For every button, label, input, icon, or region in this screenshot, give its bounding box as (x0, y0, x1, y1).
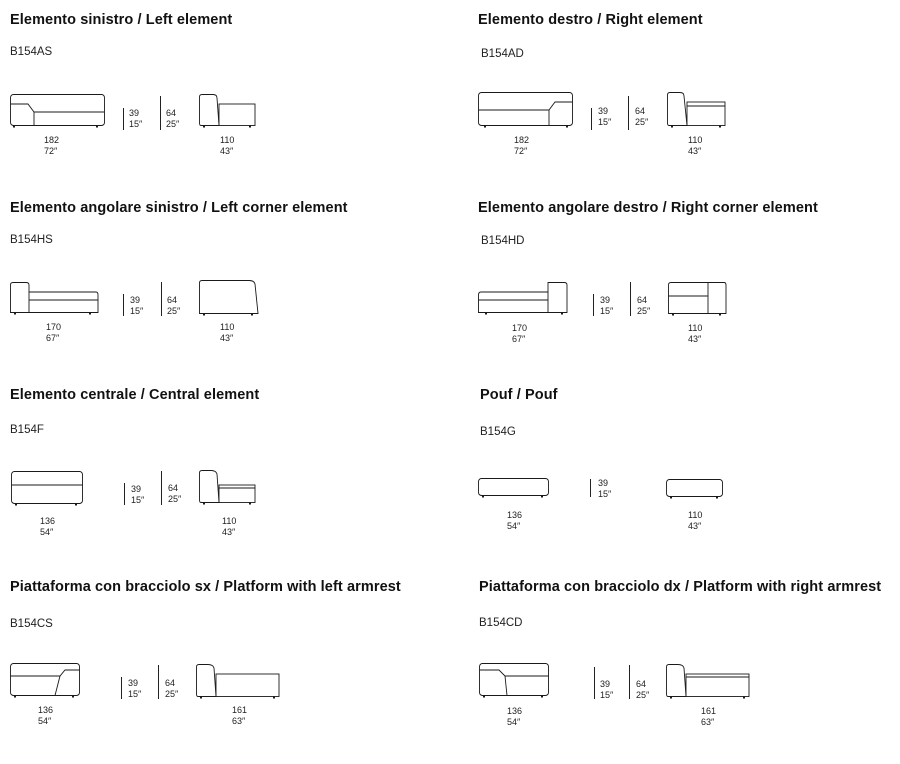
side-view-drawing (666, 664, 750, 699)
front-view-drawing (479, 663, 549, 698)
section-right-corner-element: Elemento angolare destro / Right corner … (478, 200, 900, 380)
product-code: B154AS (10, 46, 53, 58)
section-title: Piattaforma con bracciolo dx / Platform … (479, 579, 882, 595)
product-code: B154AD (481, 48, 524, 60)
height-indicator-line (630, 282, 631, 316)
section-title: Elemento angolare destro / Right corner … (478, 200, 818, 216)
side-view-drawing (199, 470, 256, 505)
side-view-drawing (667, 92, 726, 128)
front-view-drawing (478, 282, 568, 315)
height-indicator-line (591, 108, 592, 130)
height-indicator-line (123, 294, 124, 316)
height-indicator-line (593, 294, 594, 316)
side-view-drawing (668, 282, 727, 316)
section-title: Piattaforma con bracciolo sx / Platform … (10, 579, 401, 595)
height-indicator-line (594, 667, 595, 699)
height-indicator-line (629, 665, 630, 699)
section-title: Elemento centrale / Central element (10, 387, 260, 403)
side-view-drawing (199, 280, 259, 316)
section-right-element: Elemento destro / Right element B154AD 3… (478, 12, 900, 192)
section-left-element: Elemento sinistro / Left element B154AS … (10, 12, 450, 192)
product-code: B154F (10, 424, 44, 436)
height-indicator-line (590, 479, 591, 497)
product-code: B154HS (10, 234, 53, 246)
section-title: Elemento sinistro / Left element (10, 12, 233, 28)
height-indicator-line (121, 677, 122, 699)
front-view-drawing (478, 92, 573, 128)
height-indicator-line (158, 665, 159, 699)
product-code: B154CD (479, 617, 523, 629)
product-code: B154CS (10, 618, 53, 630)
height-indicator-line (124, 483, 125, 505)
side-view-drawing (196, 664, 280, 699)
front-view-drawing (10, 282, 99, 315)
section-title: Pouf / Pouf (480, 387, 558, 403)
front-view-drawing (10, 663, 80, 698)
height-indicator-line (161, 471, 162, 505)
front-view-drawing (478, 478, 549, 498)
front-view-drawing (10, 94, 105, 128)
height-indicator-line (161, 282, 162, 316)
side-view-drawing (666, 479, 723, 499)
height-indicator-line (123, 108, 124, 130)
section-platform-right-armrest: Piattaforma con bracciolo dx / Platform … (479, 579, 900, 759)
front-view-drawing (11, 471, 83, 506)
product-code: B154G (480, 426, 516, 438)
height-indicator-line (160, 96, 161, 130)
product-code: B154HD (481, 235, 525, 247)
section-platform-left-armrest: Piattaforma con bracciolo sx / Platform … (10, 579, 450, 759)
section-central-element: Elemento centrale / Central element B154… (10, 387, 450, 567)
section-title: Elemento destro / Right element (478, 12, 703, 28)
section-title: Elemento angolare sinistro / Left corner… (10, 200, 348, 216)
section-left-corner-element: Elemento angolare sinistro / Left corner… (10, 200, 450, 380)
side-view-drawing (199, 94, 256, 128)
height-indicator-line (628, 96, 629, 130)
